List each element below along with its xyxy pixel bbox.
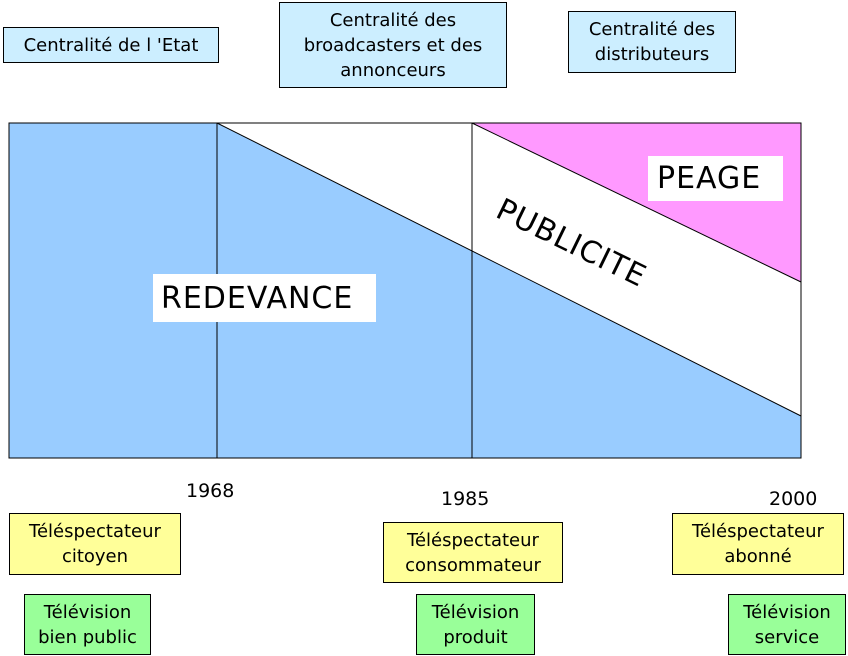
television-line: Télévision [431,601,520,623]
spectateur-line: consommateur [405,554,541,576]
year-1968: 1968 [186,480,235,502]
television-line: bien public [38,626,137,648]
television-line: Télévision [743,601,831,623]
television-line: service [754,626,820,648]
header-line: broadcasters et des [303,34,483,56]
television-line: Télévision [43,601,132,623]
header-line: Centralité des [588,19,716,40]
spectateur-line: citoyen [61,546,129,567]
television-bien-public: Télévision bien public [24,594,151,655]
header-line: distributeurs [594,44,710,65]
header-centralite-etat: Centralité de l 'Etat [3,27,219,63]
header-line: annonceurs [340,59,446,81]
header-centralite-broadcasters: Centralité des broadcasters et des annon… [279,2,507,88]
peage-label: PEAGE [648,156,783,201]
spectateur-line: Téléspectateur [29,521,161,542]
peage-label-text: PEAGE [657,161,762,196]
spectateur-citoyen: Téléspectateur citoyen [9,513,181,575]
boundary-redevance [216,122,802,417]
header-centralite-etat-text: Centralité de l 'Etat [23,34,199,56]
header-line: Centralité des [329,9,457,31]
television-line: produit [443,626,508,648]
year-1985: 1985 [441,488,490,510]
spectateur-line: abonné [724,546,792,567]
redevance-label: REDEVANCE [153,274,376,322]
spectateur-line: Téléspectateur [407,529,539,551]
year-2000: 2000 [769,488,818,510]
diagram-frame [8,122,802,459]
boundary-peage [471,122,802,283]
header-centralite-distributeurs: Centralité des distributeurs [568,11,736,73]
redevance-label-text: REDEVANCE [161,280,354,316]
spectateur-line: Téléspectateur [692,521,824,542]
television-produit: Télévision produit [416,594,535,655]
television-service: Télévision service [728,594,846,655]
spectateur-consommateur: Téléspectateur consommateur [383,522,563,583]
spectateur-abonne: Téléspectateur abonné [672,513,844,575]
